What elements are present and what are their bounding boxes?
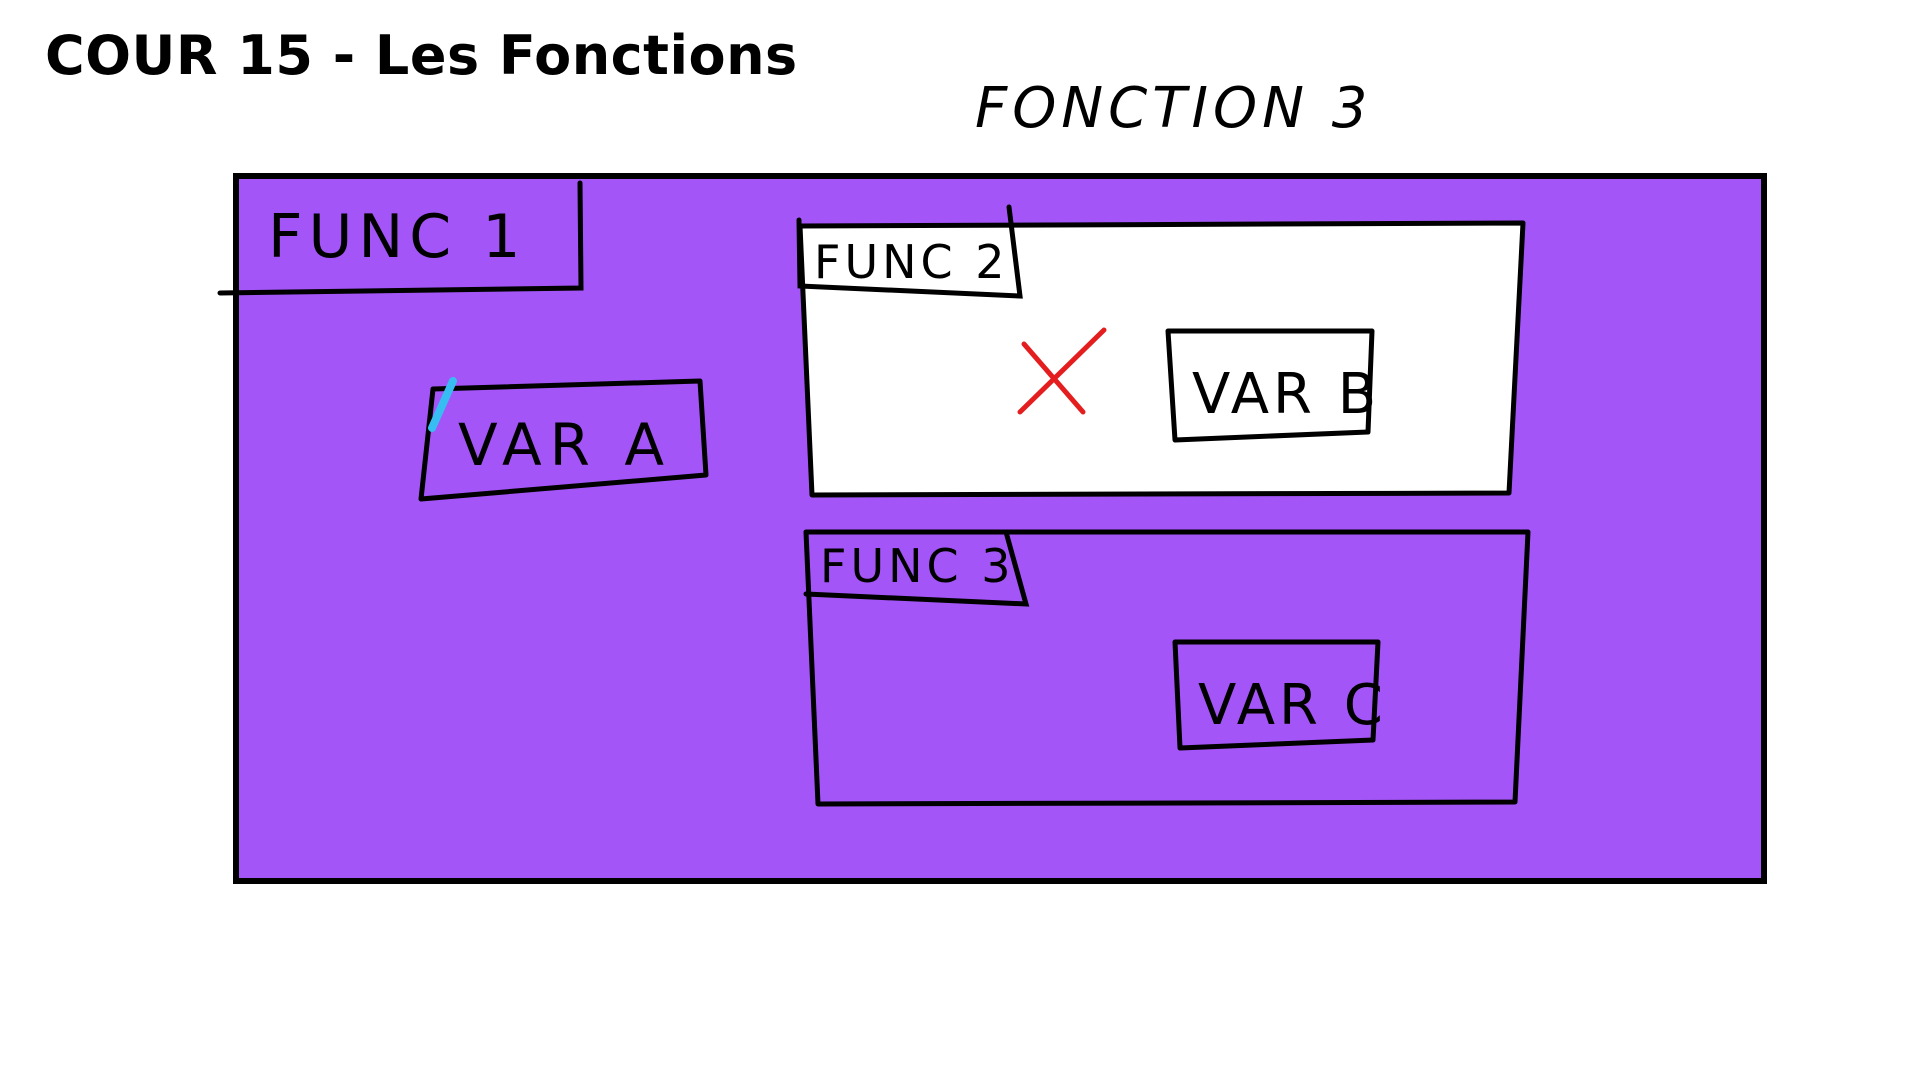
- func2-scope-box: [797, 220, 1526, 498]
- var-b-box: [1165, 328, 1375, 443]
- var-c-box: [1172, 639, 1381, 751]
- page-title: COUR 15 - Les Fonctions: [45, 24, 798, 87]
- func1-label: FUNC 1: [268, 202, 526, 272]
- var-b-label: VAR B: [1192, 362, 1380, 427]
- func3-label: FUNC 3: [820, 539, 1015, 593]
- inaccessible-cross-icon: [1017, 327, 1107, 415]
- var-a-box: [418, 378, 709, 502]
- func2-label-tab: [796, 204, 1023, 299]
- heading-fonction-3: FONCTION 3: [975, 76, 1372, 141]
- func2-label: FUNC 2: [814, 235, 1009, 289]
- highlight-stroke: [428, 377, 457, 432]
- func3-scope-box: [803, 529, 1531, 807]
- var-a-label: VAR A: [458, 411, 672, 479]
- var-c-label: VAR C: [1198, 673, 1387, 738]
- func3-label-tab: [803, 529, 1030, 607]
- func1-label-tab: [217, 180, 584, 296]
